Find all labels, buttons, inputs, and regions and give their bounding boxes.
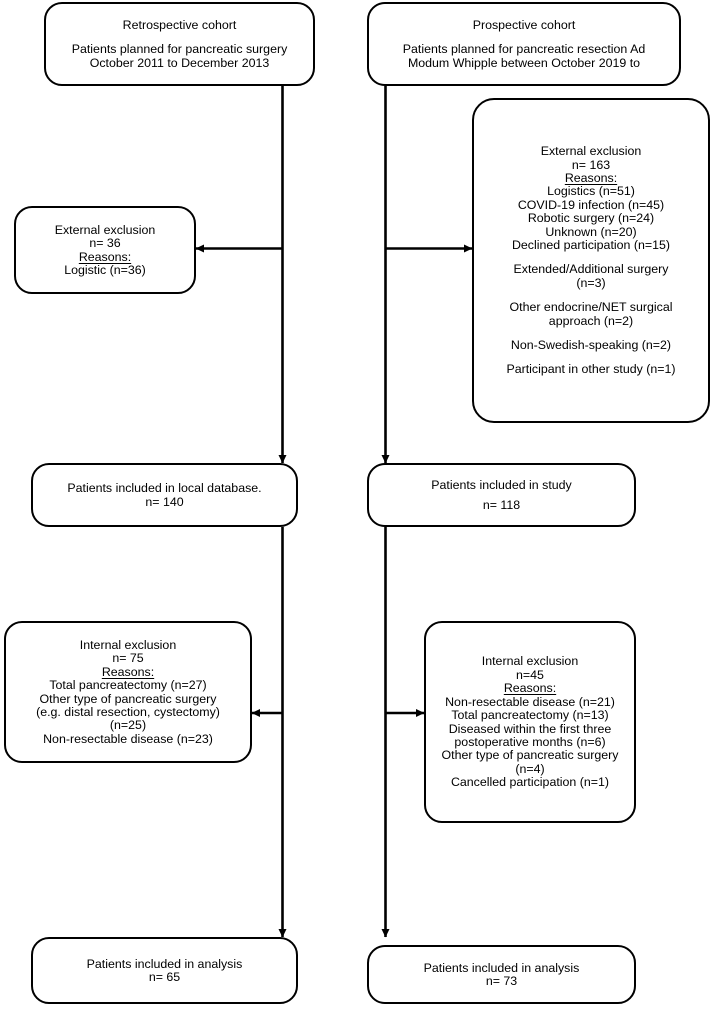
local-database-line-1: Patients included in local database. [67, 481, 262, 496]
included-study-line-1: Patients included in study [431, 478, 572, 493]
retrospective-cohort-box: Retrospective cohort Patients planned fo… [44, 2, 315, 86]
external-exclusion-right-reason-6a: Extended/Additional surgery [513, 262, 669, 277]
internal-exclusion-right-reason-3: Diseased within the first three [448, 721, 612, 736]
external-exclusion-retrospective-box: External exclusion n= 36 Reasons: Logist… [14, 206, 196, 294]
analysis-right-line-1: Patients included in analysis [423, 960, 580, 975]
external-exclusion-right-reason-2: COVID-19 infection (n=45) [517, 197, 665, 212]
prospective-cohort-line-1: Patients planned for pancreatic resectio… [402, 42, 646, 57]
external-exclusion-right-heading: External exclusion [540, 144, 642, 159]
patients-included-analysis-retrospective-box: Patients included in analysis n= 65 [31, 937, 298, 1004]
internal-exclusion-right-reason-6: (n=4) [515, 761, 545, 776]
external-exclusion-left-reason-1: Logistic (n=36) [64, 262, 146, 277]
external-exclusion-right-count: n= 163 [571, 157, 611, 172]
local-database-count: n= 140 [145, 494, 184, 509]
external-exclusion-left-reasons-label: Reasons: [78, 249, 132, 264]
external-exclusion-right-reason-4: Unknown (n=20) [545, 224, 637, 239]
external-exclusion-right-reason-7a: Other endocrine/NET surgical [509, 300, 673, 315]
internal-exclusion-left-reason-4: (n=25) [109, 718, 147, 733]
internal-exclusion-left-reason-5: Non-resectable disease (n=23) [43, 731, 213, 746]
patients-included-local-database-box: Patients included in local database. n= … [31, 463, 298, 527]
external-exclusion-right-reason-3: Robotic surgery (n=24) [527, 211, 655, 226]
patients-included-in-study-box: Patients included in study n= 118 [367, 463, 636, 527]
external-exclusion-prospective-box: External exclusion n= 163 Reasons: Logis… [472, 98, 710, 423]
internal-exclusion-right-reason-4: postoperative months (n=6) [454, 734, 606, 749]
external-exclusion-right-reason-9: Participant in other study (n=1) [506, 362, 676, 377]
retrospective-cohort-line-1: Patients planned for pancreatic surgery [71, 42, 288, 57]
internal-exclusion-right-reason-5: Other type of pancreatic surgery [441, 748, 619, 763]
external-exclusion-right-reason-7b: approach (n=2) [548, 313, 634, 328]
internal-exclusion-left-count: n= 75 [112, 651, 144, 666]
analysis-left-count: n= 65 [148, 970, 181, 984]
prospective-cohort-line-2: Modum Whipple between October 2019 to [407, 55, 641, 70]
internal-exclusion-left-reasons-label: Reasons: [101, 664, 155, 679]
external-exclusion-right-reason-6b: (n=3) [576, 275, 606, 290]
retrospective-cohort-line-2: October 2011 to December 2013 [89, 55, 270, 70]
internal-exclusion-prospective-box: Internal exclusion n=45 Reasons: Non-res… [424, 621, 636, 823]
internal-exclusion-left-reason-3: (e.g. distal resection, cystectomy) [36, 704, 220, 719]
external-exclusion-left-heading: External exclusion [54, 222, 156, 237]
internal-exclusion-right-reason-1: Non-resectable disease (n=21) [445, 694, 615, 709]
internal-exclusion-left-reason-1: Total pancreatectomy (n=27) [49, 678, 207, 693]
external-exclusion-right-reason-1: Logistics (n=51) [547, 184, 635, 199]
external-exclusion-right-reason-5: Declined participation (n=15) [511, 238, 671, 252]
prospective-cohort-title: Prospective cohort [472, 17, 576, 32]
internal-exclusion-retrospective-box: Internal exclusion n= 75 Reasons: Total … [4, 621, 252, 763]
external-exclusion-right-reason-8: Non-Swedish-speaking (n=2) [510, 338, 672, 353]
internal-exclusion-right-count: n=45 [516, 667, 544, 682]
internal-exclusion-left-heading: Internal exclusion [79, 637, 177, 652]
retrospective-cohort-title: Retrospective cohort [122, 17, 237, 32]
internal-exclusion-left-reason-2: Other type of pancreatic surgery [39, 691, 217, 706]
prospective-cohort-box: Prospective cohort Patients planned for … [367, 2, 681, 86]
internal-exclusion-right-heading: Internal exclusion [481, 654, 579, 669]
external-exclusion-right-reasons-label: Reasons: [564, 170, 618, 185]
analysis-left-line-1: Patients included in analysis [86, 956, 243, 971]
internal-exclusion-right-reason-7: Cancelled participation (n=1) [450, 775, 610, 790]
internal-exclusion-right-reason-2: Total pancreatectomy (n=13) [451, 708, 609, 723]
analysis-right-count: n= 73 [485, 974, 518, 988]
patients-included-analysis-prospective-box: Patients included in analysis n= 73 [367, 945, 636, 1004]
included-study-count: n= 118 [482, 497, 521, 512]
external-exclusion-left-count: n= 36 [89, 236, 121, 251]
internal-exclusion-right-reasons-label: Reasons: [503, 681, 557, 696]
